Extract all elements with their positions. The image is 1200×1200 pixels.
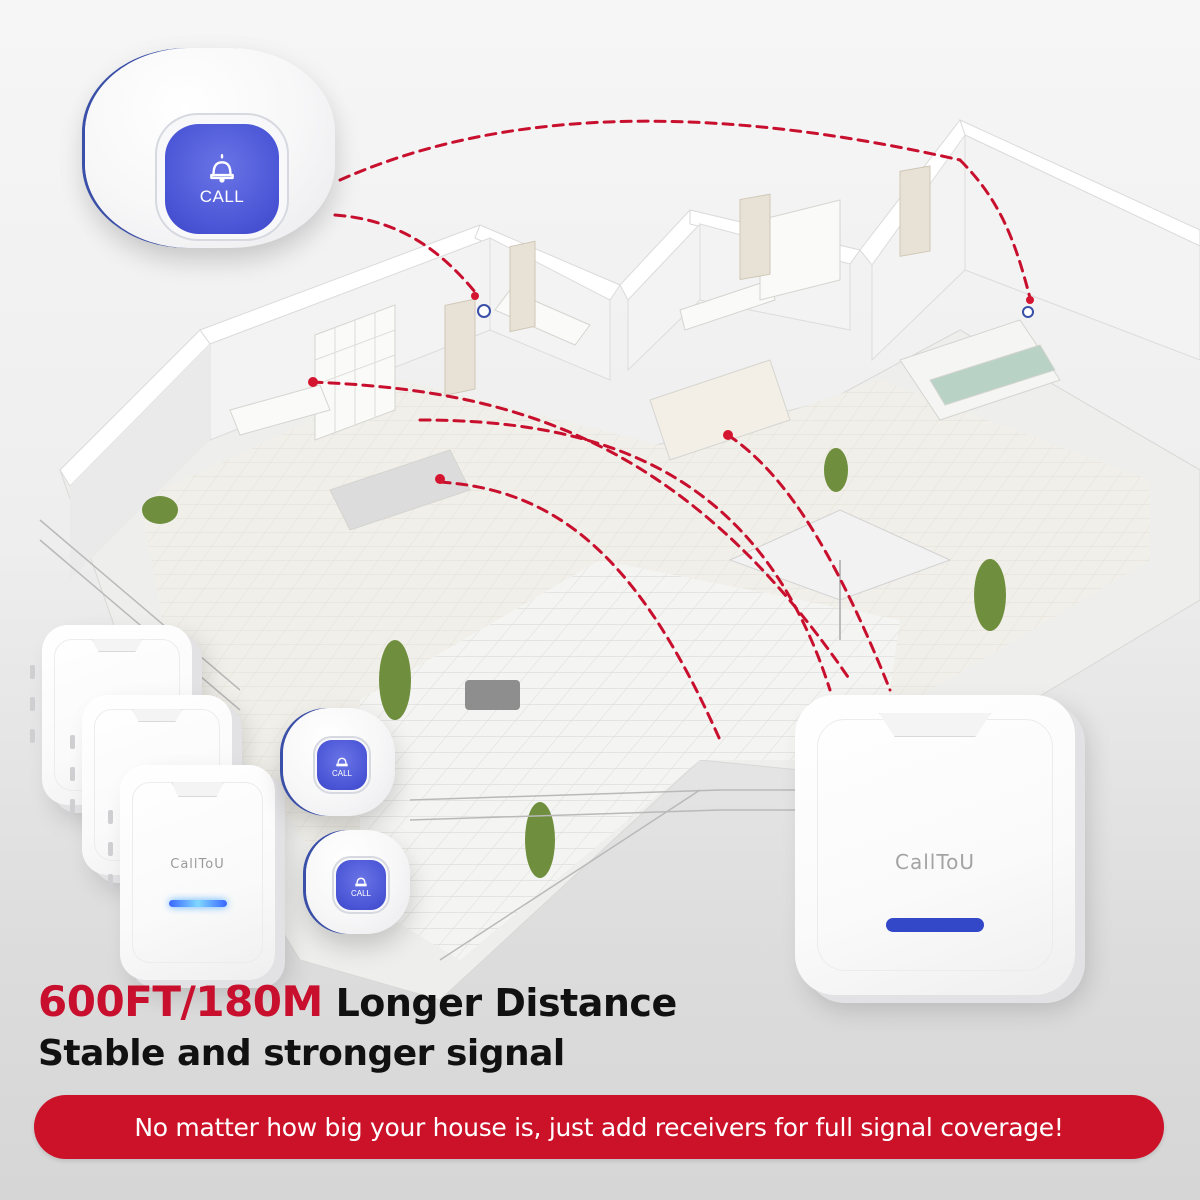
led-indicator	[168, 900, 227, 907]
bell-icon	[336, 757, 348, 766]
call-button-face: CALL	[165, 124, 279, 234]
range-text: 600FT/180M	[38, 977, 323, 1026]
call-button-face: CALL	[336, 860, 386, 910]
headline-rest: Longer Distance	[335, 981, 678, 1025]
receiver-side-buttons	[70, 735, 75, 813]
receiver-notch	[171, 782, 224, 798]
call-button-face: CALL	[317, 740, 367, 790]
bell-icon	[355, 877, 367, 886]
call-label: CALL	[331, 768, 352, 778]
brand-logo: CallToU	[170, 857, 225, 872]
call-button-large: CALL	[85, 48, 335, 248]
led-indicator	[886, 918, 984, 932]
call-button-small-2: CALL	[306, 830, 410, 934]
coverage-banner: No matter how big your house is, just ad…	[34, 1095, 1164, 1159]
headline: 600FT/180M Longer Distance	[38, 978, 677, 1027]
brand-logo: CallToU	[894, 850, 976, 874]
call-label: CALL	[350, 888, 371, 898]
receiver-notch	[91, 639, 143, 652]
receiver-side-buttons	[108, 810, 113, 888]
receiver-side-buttons	[30, 665, 35, 743]
receiver-large: CallToU	[795, 695, 1075, 995]
receiver-panel	[817, 719, 1053, 971]
receiver-panel	[132, 782, 263, 963]
receiver-notch	[879, 713, 991, 737]
receiver-notch	[131, 709, 183, 722]
bell-icon	[210, 154, 234, 183]
call-label: CALL	[199, 187, 245, 206]
banner-text: No matter how big your house is, just ad…	[134, 1112, 1064, 1142]
call-button-small-1: CALL	[283, 708, 395, 816]
subheadline: Stable and stronger signal	[38, 1033, 565, 1074]
receiver-front: CallToU	[108, 765, 275, 980]
